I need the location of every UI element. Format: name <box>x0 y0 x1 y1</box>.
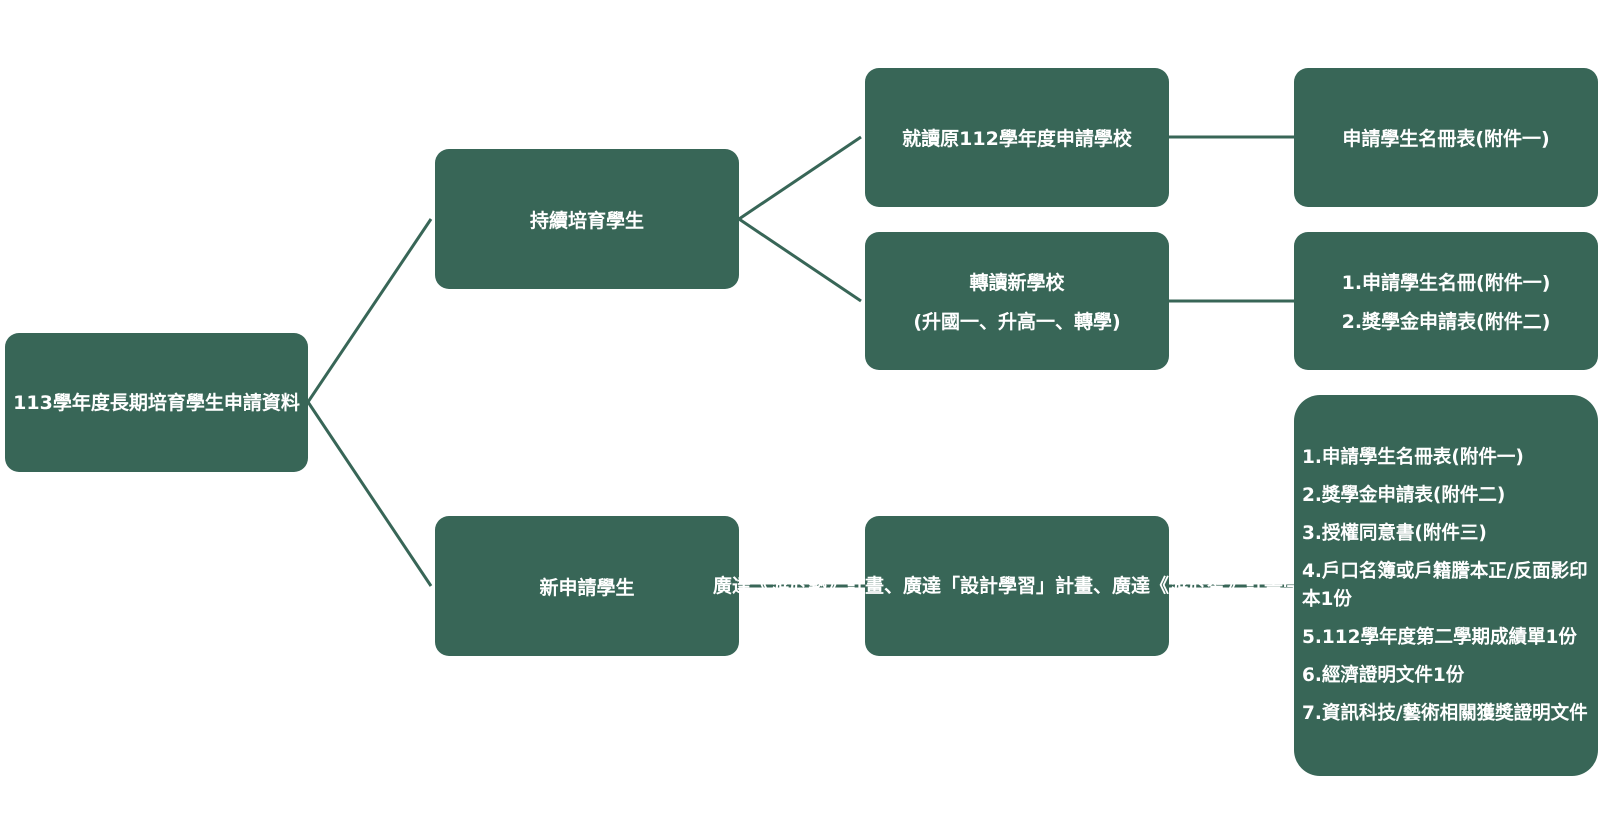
document-item: 5.112學年度第二學期成績單1份 <box>1302 626 1577 648</box>
transfer-school-documents-node: 1.申請學生名冊(附件一) 2.獎學金申請表(附件二) <box>1294 232 1598 370</box>
transfer-school-node: 轉讀新學校 (升國一、升高一、轉學) <box>865 232 1169 370</box>
transfer-school-label: 轉讀新學校 <box>969 272 1065 294</box>
connector-continuing-to-original <box>738 135 862 221</box>
document-item: 申請學生名冊表(附件一) <box>1342 128 1550 150</box>
new-applicants-node: 新申請學生 <box>435 516 739 656</box>
new-applicant-documents-node: 1.申請學生名冊表(附件一) 2.獎學金申請表(附件二) 3.授權同意書(附件三… <box>1294 395 1598 776</box>
document-item: 4.戶口名簿或戶籍謄本正/反面影印本1份 <box>1302 560 1588 610</box>
document-item: 1.申請學生名冊表(附件一) <box>1302 446 1524 468</box>
root-node-label: 113學年度長期培育學生申請資料 <box>13 391 300 414</box>
original-school-documents-node: 申請學生名冊表(附件一) <box>1294 68 1598 207</box>
document-item: 6.經濟證明文件1份 <box>1302 664 1465 686</box>
connector-root-to-new <box>306 401 433 587</box>
document-item: 2.獎學金申請表(附件二) <box>1302 484 1506 506</box>
document-item: 3.授權同意書(附件三) <box>1302 522 1487 544</box>
document-item: 7.資訊科技/藝術相關獲獎證明文件 <box>1302 702 1588 724</box>
root-node: 113學年度長期培育學生申請資料 <box>5 333 308 472</box>
new-applicants-label: 新申請學生 <box>539 576 635 599</box>
program-school-node: 廣達《游於藝》計畫、廣達「設計學習」計畫、廣達《游於智》計畫學校 <box>713 516 1321 656</box>
document-item: 2.獎學金申請表(附件二) <box>1341 311 1551 333</box>
document-item: 1.申請學生名冊(附件一) <box>1341 272 1551 294</box>
connector-root-to-continuing <box>306 218 433 403</box>
connector-continuing-to-transfer <box>738 217 862 303</box>
continuing-students-node: 持續培育學生 <box>435 149 739 289</box>
program-school-label: 廣達《游於藝》計畫、廣達「設計學習」計畫、廣達《游於智》計畫學校 <box>713 575 1322 597</box>
original-school-node: 就讀原112學年度申請學校 <box>865 68 1169 207</box>
transfer-school-sublabel: (升國一、升高一、轉學) <box>913 311 1121 333</box>
original-school-label: 就讀原112學年度申請學校 <box>902 128 1132 150</box>
continuing-students-label: 持續培育學生 <box>529 209 644 232</box>
